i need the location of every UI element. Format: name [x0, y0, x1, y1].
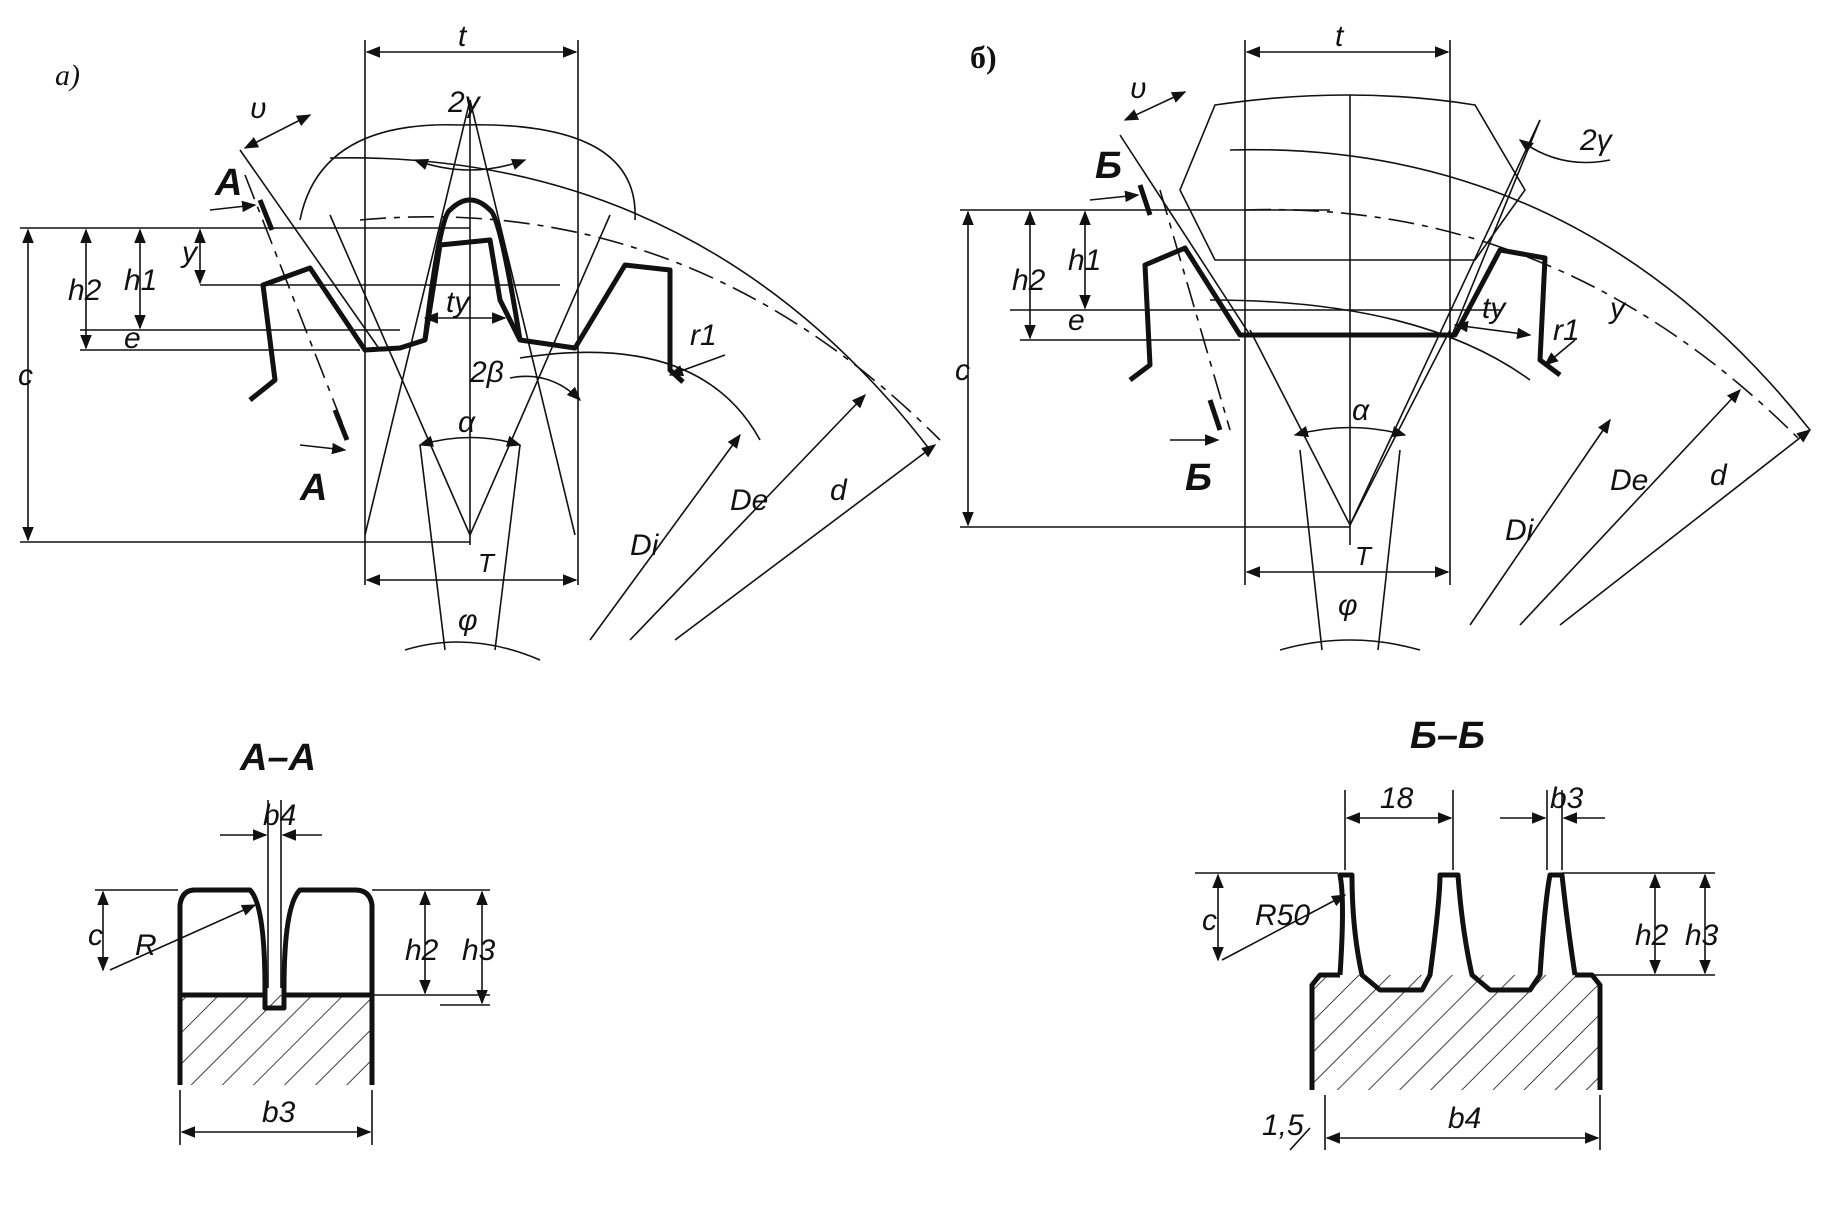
aa-c-label: c	[88, 919, 103, 952]
a-phi-label: φ	[458, 604, 478, 637]
b-e-label: e	[1068, 304, 1085, 337]
b-r1-label: r1	[1553, 314, 1580, 347]
a-h2-label: h2	[68, 274, 102, 307]
bb-h3-label: h3	[1685, 919, 1719, 952]
b-two-gamma-label: 2γ	[1579, 124, 1614, 157]
aa-b4-label: b4	[263, 799, 296, 832]
bb-b4-label: b4	[1448, 1102, 1481, 1135]
a-two-beta-label: 2β	[469, 356, 504, 389]
a-c-label: c	[18, 359, 33, 392]
b-T-label: T	[1355, 541, 1373, 571]
aa-h2-label: h2	[405, 934, 439, 967]
a-h1-label: h1	[124, 264, 157, 297]
b-d-label: d	[1710, 459, 1728, 492]
a-T-label: T	[478, 548, 496, 578]
b-t-label: t	[1335, 20, 1345, 53]
b-De-label: De	[1610, 464, 1648, 497]
b-Di-label: Di	[1505, 514, 1535, 547]
aa-h3-label: h3	[462, 934, 496, 967]
a-y-label: y	[180, 236, 199, 269]
bb-c-label: c	[1202, 904, 1217, 937]
bb-dim15-label: 1,5	[1262, 1109, 1304, 1142]
a-t-label: t	[458, 20, 468, 53]
b-u-label: υ	[1130, 72, 1147, 105]
a-section-mark-top: А	[214, 162, 242, 204]
b-section-mark-bottom: Б	[1185, 457, 1212, 499]
bb-h2-label: h2	[1635, 919, 1669, 952]
b-c-label: c	[955, 354, 970, 387]
b-ty-label: ty	[1482, 292, 1507, 325]
aa-b3-label: b3	[262, 1096, 296, 1129]
panel-a: а) t T φ	[18, 20, 941, 661]
a-alpha-label: α	[458, 406, 476, 439]
a-ty-label: ty	[446, 286, 471, 319]
aa-R-label: R	[135, 929, 157, 962]
section-aa-title: А–А	[239, 737, 316, 779]
a-two-gamma-label: 2γ	[447, 86, 482, 119]
b-h1-label: h1	[1068, 244, 1101, 277]
section-bb-title: Б–Б	[1410, 715, 1485, 757]
a-d-label: d	[830, 474, 848, 507]
a-section-mark-bottom: А	[299, 467, 327, 509]
b-y-label: y	[1608, 292, 1627, 325]
b-section-mark-top: Б	[1095, 145, 1122, 187]
section-bb: Б–Б 18 b3 c R50 h2 h3 b4 1,5	[1195, 715, 1719, 1151]
b-alpha-label: α	[1352, 394, 1370, 427]
a-r1-label: r1	[690, 319, 717, 352]
a-De-label: De	[730, 484, 768, 517]
b-phi-label: φ	[1338, 589, 1358, 622]
panel-a-label: а)	[55, 59, 80, 92]
a-Di-label: Di	[630, 529, 660, 562]
bb-b3-label: b3	[1550, 782, 1584, 815]
section-aa: А–А b4 c R h2 h3 b3	[88, 737, 496, 1145]
panel-b: б) t T φ c h2 h1 e y 2γ	[955, 20, 1812, 651]
a-u-label: υ	[250, 92, 267, 125]
bb-R50-label: R50	[1255, 899, 1310, 932]
panel-b-label: б)	[970, 39, 997, 75]
bb-dim18-label: 18	[1380, 782, 1414, 815]
a-e-label: e	[124, 322, 141, 355]
b-h2-label: h2	[1012, 264, 1046, 297]
